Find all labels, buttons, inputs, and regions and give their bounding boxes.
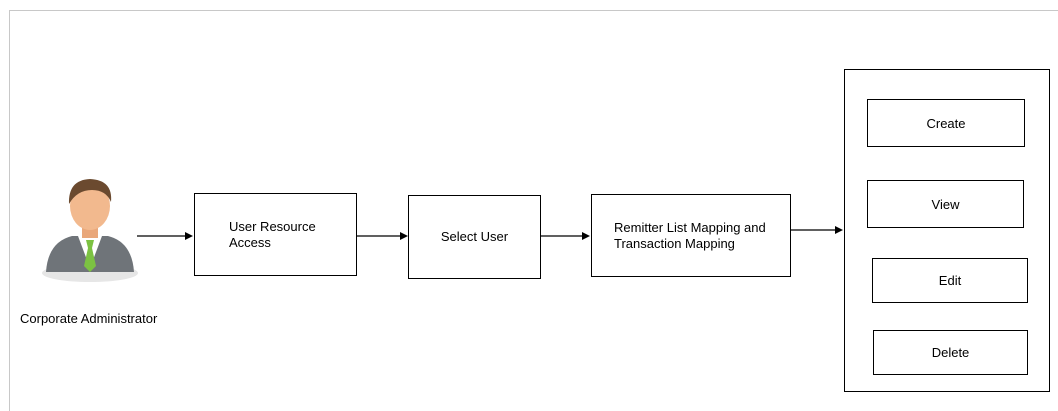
actor-label: Corporate Administrator — [20, 311, 158, 326]
arrowhead-4 — [835, 226, 843, 234]
diagram-frame — [9, 10, 1058, 411]
view-box: View — [867, 180, 1024, 228]
remitter-list-mapping-label: Remitter List Mapping and Transaction Ma… — [614, 219, 766, 251]
arrowhead-2 — [400, 232, 408, 240]
user-resource-access-box: User Resource Access — [194, 193, 357, 276]
edit-box: Edit — [872, 258, 1028, 303]
view-label: View — [931, 196, 960, 212]
arrowhead-3 — [582, 232, 590, 240]
create-box: Create — [867, 99, 1025, 147]
delete-box: Delete — [873, 330, 1028, 375]
select-user-box: Select User — [408, 195, 541, 279]
corporate-administrator-icon — [42, 179, 138, 282]
remitter-list-mapping-box: Remitter List Mapping and Transaction Ma… — [591, 194, 791, 277]
select-user-label: Select User — [440, 229, 509, 244]
user-resource-access-label: User Resource Access — [229, 218, 316, 250]
edit-label: Edit — [938, 273, 962, 288]
delete-label: Delete — [931, 345, 970, 360]
arrowhead-1 — [185, 232, 193, 240]
create-label: Create — [926, 115, 966, 131]
